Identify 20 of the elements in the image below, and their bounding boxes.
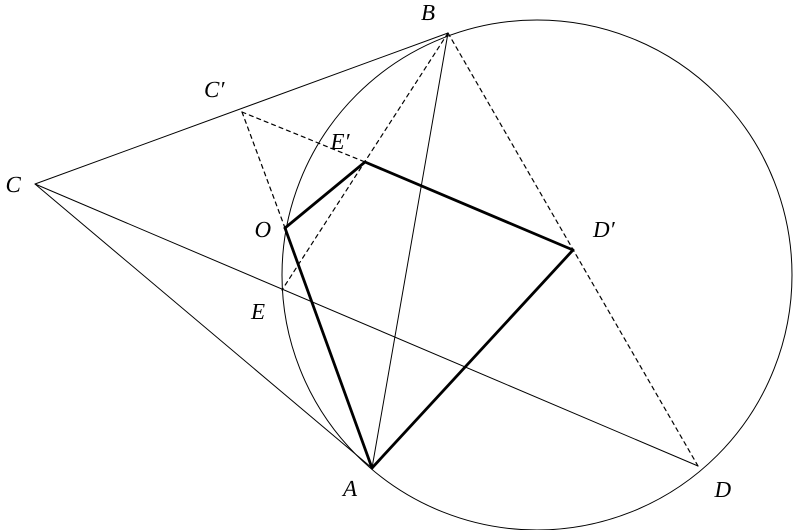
point-label: D′: [593, 218, 615, 242]
dashed-line: [447, 32, 699, 467]
point-label: E′: [330, 130, 350, 154]
line-segment: [34, 184, 698, 466]
line-segment: [34, 32, 448, 184]
point-label: A: [343, 477, 358, 501]
point-label: C: [6, 173, 21, 197]
dashed-line: [241, 111, 286, 229]
point-label: O: [254, 218, 272, 242]
point-label: C′: [204, 78, 224, 102]
point-label: E: [251, 300, 266, 324]
thick-line: [364, 160, 574, 252]
thick-line: [284, 226, 374, 470]
thick-line: [370, 248, 574, 470]
dashed-line: [281, 32, 449, 291]
point-label: B: [421, 1, 436, 25]
dashed-line: [241, 111, 366, 163]
line-segment: [34, 184, 372, 468]
thick-line: [284, 160, 366, 230]
point-label: D: [714, 478, 732, 502]
